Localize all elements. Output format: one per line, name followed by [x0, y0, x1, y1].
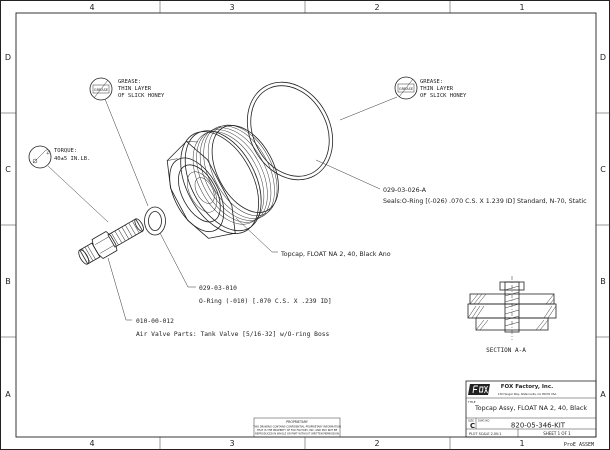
callout-valve: 010-00-012 Air Valve Parts: Tank Valve [… [136, 318, 330, 338]
small-oring [144, 206, 166, 236]
row-label-right-b: B [600, 277, 606, 286]
title-label: TITLE [467, 400, 476, 404]
size-value: C [470, 422, 475, 430]
topcap-description: Topcap, FLOAT NA 2, 40, Black Ano [280, 251, 391, 258]
callout-seal-oring: 029-03-026-A Seals:O-Ring [(-026) .070 C… [383, 187, 587, 205]
grease-note-right: GREASE GREASE: THIN LAYER OF SLICK HONEY [339, 76, 467, 121]
seal-oring-part-number: 029-03-026-A [383, 187, 427, 194]
drawing-title: Topcap Assy, FLOAT NA 2, 40, Black [474, 405, 587, 412]
row-label-right-d: D [600, 53, 606, 62]
col-label-bottom-1: 1 [519, 439, 524, 448]
tank-valve-part [78, 218, 144, 265]
fox-logo [468, 384, 490, 395]
proprietary-line-1: THIS DRAWING CONTAINS CONFIDENTIAL PROPR… [253, 425, 341, 429]
leader-seal-oring [315, 159, 381, 190]
valve-part-number: 010-00-012 [136, 318, 174, 325]
grease-icon: GREASE [394, 76, 418, 100]
large-oring [246, 81, 334, 181]
grease-note-right-line3: OF SLICK HONEY [420, 93, 467, 99]
torque-leader [47, 165, 109, 223]
small-oring-part-number: 029-03-010 [199, 285, 237, 292]
torque-note-line2: 40±5 IN.LB. [54, 156, 90, 162]
col-label-top-4: 4 [89, 3, 94, 12]
svg-text:GREASE: GREASE [94, 88, 108, 92]
col-label-top-1: 1 [519, 3, 524, 12]
grease-note-right-line2: THIN LAYER [420, 86, 454, 92]
torque-note-line1: TORQUE: [54, 148, 77, 154]
proprietary-line-3: REPRODUCED IN WHOLE OR PART WITHOUT WRIT… [255, 432, 339, 436]
corner-note: ProE ASSEM [564, 442, 594, 448]
proprietary-block: PROPRIETARY THIS DRAWING CONTAINS CONFID… [253, 417, 341, 438]
callout-small-oring: 029-03-010 O-Ring (-010) [.070 C.S. X .2… [199, 285, 332, 305]
valve-description: Air Valve Parts: Tank Valve [5/16-32] w/… [136, 331, 330, 338]
dwg-label: DWG NO [478, 419, 489, 423]
leader-topcap [235, 217, 278, 253]
section-view: SECTION A-A [467, 276, 557, 354]
col-label-bottom-4: 4 [89, 439, 94, 448]
company-name: FOX Factory, Inc. [501, 384, 553, 390]
row-label-left-c: C [5, 165, 11, 174]
drawing-number: 820-05-346-KIT [511, 422, 566, 430]
grease-right-leader [339, 96, 398, 121]
wrench-icon [28, 145, 52, 169]
grease-note-left-line2: THIN LAYER [118, 86, 152, 92]
col-label-bottom-3: 3 [229, 439, 234, 448]
col-label-bottom-2: 2 [374, 439, 379, 448]
leader-small-oring [159, 232, 196, 288]
plot-scale: PLOT SCALE 2.00:1 [469, 432, 501, 436]
grease-note-right-line1: GREASE: [420, 79, 443, 85]
row-label-right-a: A [600, 390, 606, 399]
grease-left-leader [104, 98, 149, 207]
row-label-right-c: C [600, 165, 606, 174]
torque-note: TORQUE: 40±5 IN.LB. [28, 145, 109, 223]
sheet-number: SHEET 1 OF 1 [543, 431, 571, 436]
title-block: FOX Factory, Inc. 130 Hangar Way, Watson… [465, 380, 597, 438]
leader-valve [107, 257, 132, 321]
company-address: 130 Hangar Way, Watsonville, CA 95076 US… [498, 392, 557, 396]
section-label: SECTION A-A [486, 347, 526, 354]
col-label-top-2: 2 [374, 3, 379, 12]
callout-topcap: Topcap, FLOAT NA 2, 40, Black Ano [280, 251, 391, 258]
seal-oring-description: Seals:O-Ring [(-026) .070 C.S. X 1.239 I… [383, 198, 587, 205]
row-label-left-a: A [5, 390, 11, 399]
size-label: SIZE [468, 419, 474, 423]
small-oring-description: O-Ring (-010) [.070 C.S. X .239 ID] [199, 298, 332, 305]
row-label-left-d: D [5, 53, 11, 62]
proprietary-line-2: THAT IS THE PROPERTY OF FOX FACTORY, INC… [257, 428, 338, 432]
proprietary-title: PROPRIETARY [286, 420, 308, 424]
grease-note-left-line3: OF SLICK HONEY [118, 93, 165, 99]
grease-icon: GREASE [89, 77, 113, 101]
col-label-top-3: 3 [229, 3, 234, 12]
grease-note-left-line1: GREASE: [118, 79, 141, 85]
topcap-part [166, 124, 279, 239]
row-label-left-b: B [5, 277, 11, 286]
svg-text:GREASE: GREASE [399, 87, 413, 91]
grease-note-left: GREASE GREASE: THIN LAYER OF SLICK HONEY [89, 77, 165, 207]
